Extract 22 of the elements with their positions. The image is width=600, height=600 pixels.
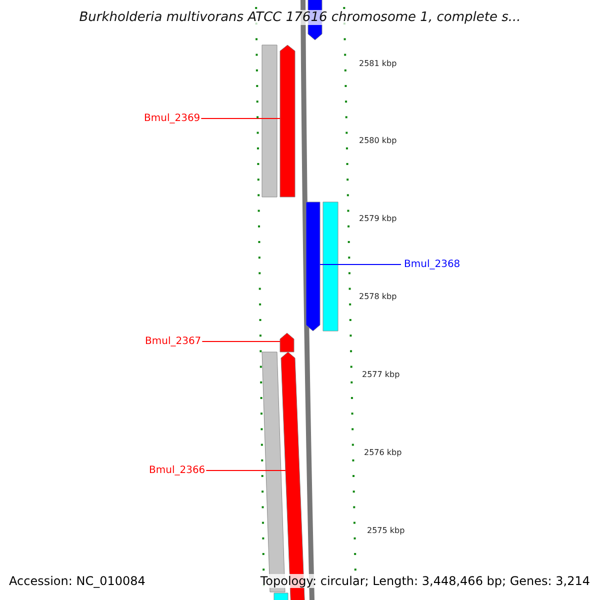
- tick-label: 2581 kbp: [359, 59, 397, 68]
- gene-bar: [262, 44, 278, 198]
- leader-line: [206, 470, 286, 471]
- tick-label: 2575 kbp: [367, 526, 405, 535]
- leader-line: [200, 118, 280, 119]
- summary-text: Topology: circular; Length: 3,448,466 bp; Genes: 3,214: [260, 574, 590, 588]
- gene-label: Bmul_2369: [144, 113, 200, 124]
- gene-bar: [280, 44, 296, 198]
- gene-label: Bmul_2366: [149, 465, 206, 476]
- gene-label: Bmul_2367: [145, 336, 202, 347]
- tick-label: 2578 kbp: [359, 292, 397, 301]
- accession-text: Accession: NC_010084: [9, 574, 146, 588]
- leader-line: [202, 341, 280, 342]
- gene-bar: [322, 202, 338, 332]
- gene-bar: [280, 332, 294, 352]
- tick-label: 2580 kbp: [359, 136, 397, 145]
- gene-label: Bmul_2368: [404, 259, 460, 270]
- tick-label: 2577 kbp: [362, 370, 400, 379]
- leader-line: [320, 264, 402, 265]
- gene-bar: [306, 202, 320, 332]
- tick-label: 2576 kbp: [364, 448, 402, 457]
- tick-label: 2579 kbp: [359, 214, 397, 223]
